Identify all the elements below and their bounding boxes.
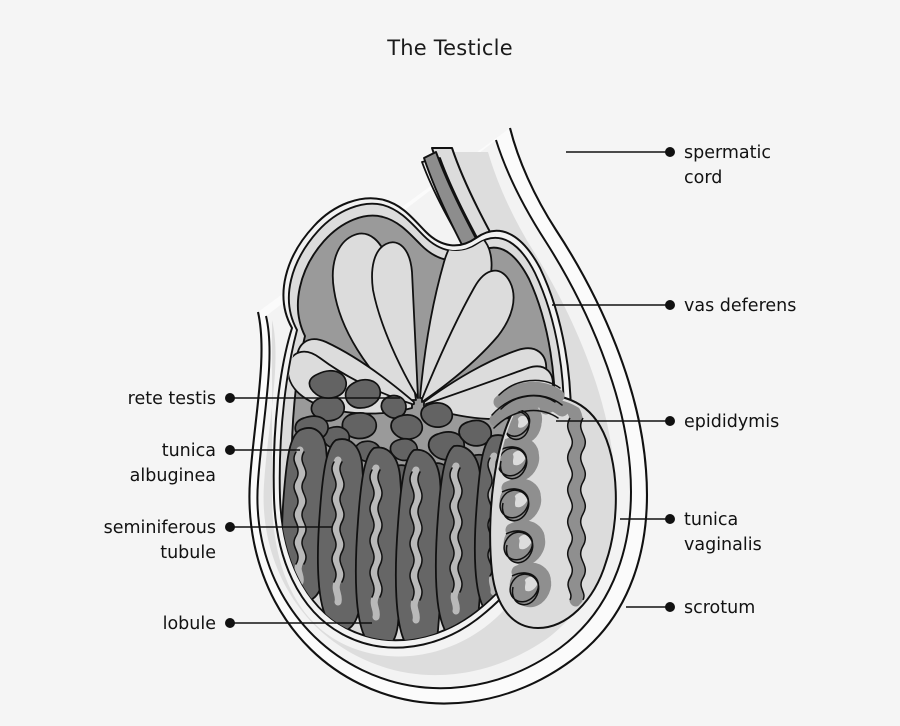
leader-scrotum <box>626 601 675 612</box>
leader-epididymis <box>556 415 675 426</box>
label-tunica-albuginea: tunica albuginea <box>129 441 216 486</box>
epididymis <box>489 379 617 629</box>
page-title: The Testicle <box>387 36 513 60</box>
label-spermatic-cord: spermatic cord <box>684 143 771 188</box>
label-rete-testis: rete testis <box>127 389 216 409</box>
label-seminiferous-tubule: seminiferous tubule <box>103 518 216 563</box>
leader-rete-testis <box>225 392 400 403</box>
leader-vas-deferens <box>552 299 675 310</box>
leader-spermatic-cord <box>566 147 675 158</box>
label-epididymis: epididymis <box>684 412 780 432</box>
label-tunica-vaginalis: tunica vaginalis <box>684 510 762 555</box>
label-vas-deferens: vas deferens <box>684 296 797 316</box>
leader-lobule <box>225 617 372 628</box>
label-lobule: lobule <box>162 614 216 634</box>
label-scrotum: scrotum <box>684 598 756 618</box>
leader-lines <box>225 147 675 628</box>
leader-tunica-vaginalis <box>620 513 675 524</box>
leader-tunica-albuginea <box>225 444 300 455</box>
leader-seminiferous-tubule <box>225 521 332 532</box>
